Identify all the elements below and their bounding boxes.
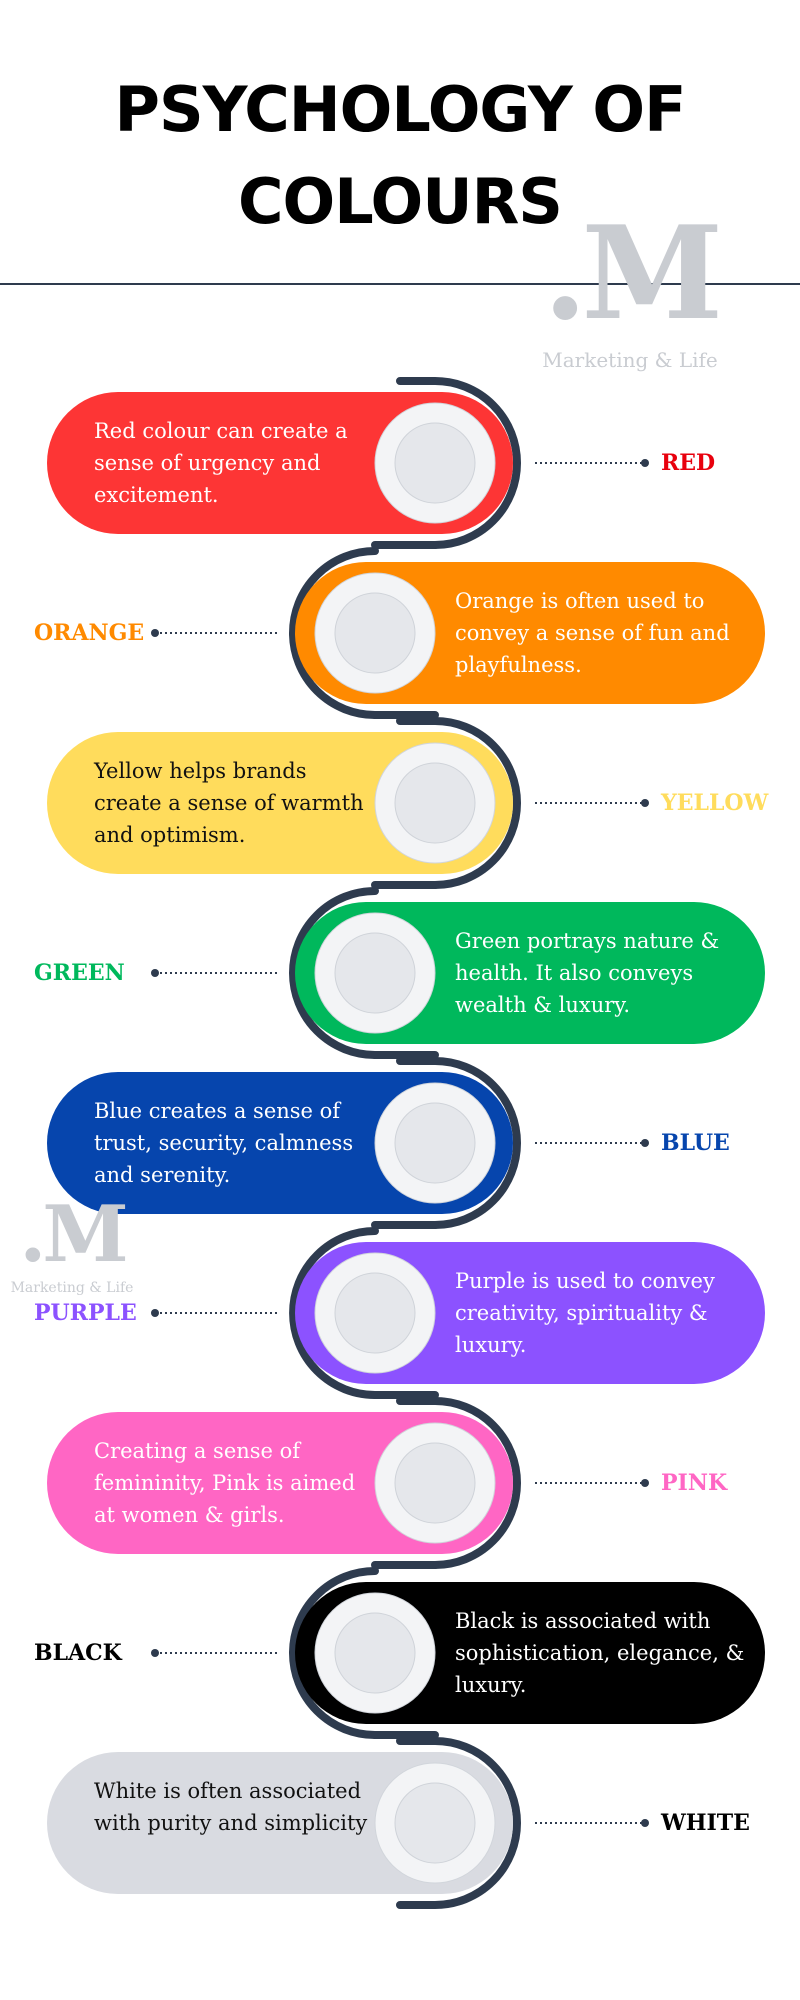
page-title: PSYCHOLOGY OF COLOURS	[0, 64, 800, 248]
track-segment	[396, 717, 521, 889]
colour-description: Blue creates a sense of trust, security,…	[94, 1099, 354, 1187]
colour-description: Red colour can create a sense of urgency…	[94, 419, 348, 507]
label-leader-dot	[151, 969, 159, 977]
disc-inner	[394, 1102, 476, 1184]
disc-inner	[334, 1612, 416, 1694]
colour-label: RED	[661, 450, 716, 476]
label-leader-dot	[151, 629, 159, 637]
disc-inner	[334, 592, 416, 674]
label-leader-dot	[641, 459, 649, 467]
page-title-line-2: COLOURS	[238, 165, 563, 238]
watermark-monogram: .M	[542, 199, 723, 349]
disc-inner	[334, 932, 416, 1014]
track-segment	[289, 1227, 379, 1399]
colour-label: PURPLE	[34, 1300, 137, 1326]
label-leader-dot	[641, 1139, 649, 1147]
disc-inner	[394, 1442, 476, 1524]
label-leader-dot	[151, 1309, 159, 1317]
colour-description: Green portrays nature & health. It also …	[455, 929, 720, 1017]
colour-label: BLUE	[661, 1130, 730, 1156]
label-leader-dot	[151, 1649, 159, 1657]
colour-description: Yellow helps brands create a sense of wa…	[94, 759, 364, 847]
track-segment	[396, 1737, 521, 1909]
connector-track	[289, 377, 521, 1909]
watermark-monogram: .M	[19, 1189, 129, 1280]
title-divider	[0, 283, 800, 285]
track-segment	[396, 1397, 521, 1569]
colour-description: Creating a sense of femininity, Pink is …	[94, 1439, 356, 1527]
colour-label: BLACK	[34, 1640, 122, 1666]
page-title-line-1: PSYCHOLOGY OF	[114, 73, 687, 146]
colour-description: Purple is used to convey creativity, spi…	[455, 1269, 715, 1357]
track-segment	[289, 887, 379, 1059]
watermark-logo-middle: .M Marketing & Life	[6, 1189, 138, 1297]
colour-label: YELLOW	[661, 790, 769, 816]
label-leaders	[151, 459, 649, 1827]
disc-inner	[394, 422, 476, 504]
track-segment	[289, 547, 379, 719]
watermark-text: Marketing & Life	[542, 348, 718, 372]
watermark-text: Marketing & Life	[10, 1280, 134, 1296]
track-segment	[289, 1567, 379, 1739]
watermark-logo-top: .M Marketing & Life	[535, 210, 725, 372]
disc-inner	[334, 1272, 416, 1354]
colour-label: ORANGE	[34, 620, 145, 646]
disc-inner	[394, 762, 476, 844]
colour-description: Orange is often used to convey a sense o…	[455, 589, 730, 677]
colour-description: White is often associated with purity an…	[94, 1779, 368, 1835]
disc-inner	[394, 1782, 476, 1864]
track-segment	[396, 1057, 521, 1229]
colour-label: GREEN	[34, 960, 125, 986]
colour-discs	[314, 402, 496, 1884]
colour-label: PINK	[661, 1470, 728, 1496]
track-segment	[396, 377, 521, 549]
label-leader-dot	[641, 1479, 649, 1487]
label-leader-dot	[641, 799, 649, 807]
colour-description: Black is associated with sophistication,…	[455, 1609, 745, 1697]
label-leader-dot	[641, 1819, 649, 1827]
colour-label: WHITE	[661, 1810, 750, 1836]
